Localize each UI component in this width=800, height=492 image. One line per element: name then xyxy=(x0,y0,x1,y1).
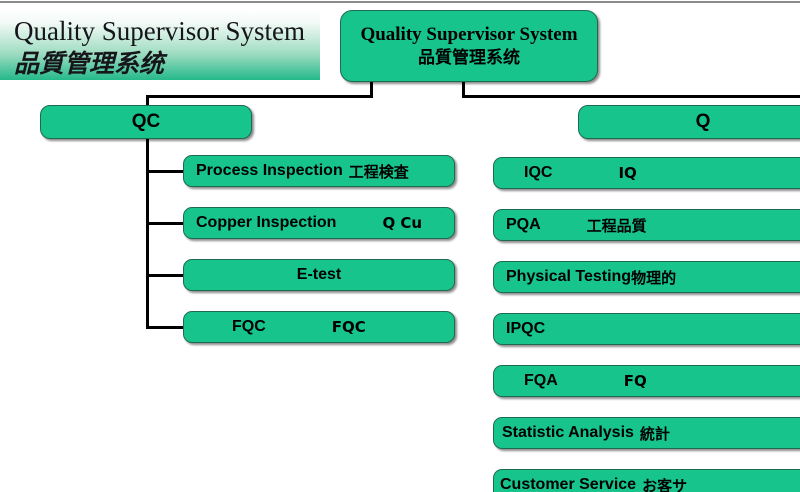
connector-left-bus xyxy=(146,95,373,98)
leaf-node-fqa[interactable]: FQA FQ xyxy=(493,365,800,397)
connector-qc-stub-1 xyxy=(146,170,184,173)
department-node-qc[interactable]: QC xyxy=(40,105,252,139)
leaf-english-fqa: FQA xyxy=(524,372,558,389)
slide-top-rule xyxy=(0,1,800,3)
leaf-english-ipqc: IPQC xyxy=(506,320,546,337)
leaf-english-customer-service: Customer Service xyxy=(500,476,637,492)
connector-qc-stub-4 xyxy=(146,326,184,329)
connector-qc-stub-3 xyxy=(146,274,184,277)
connector-qc-drop xyxy=(146,95,149,113)
leaf-english-fqc: FQC xyxy=(232,318,266,335)
title-banner-chinese: 品質管理系统 xyxy=(14,49,165,78)
leaf-chinese-fqc: FQC xyxy=(331,318,366,336)
leaf-node-iqc[interactable]: IQC IQ xyxy=(493,157,800,189)
leaf-english-e-test: E-test xyxy=(296,266,342,283)
department-label-qc: QC xyxy=(131,111,161,132)
leaf-chinese-copper-inspection: Q Cu xyxy=(382,214,423,232)
leaf-english-physical-testing: Physical Testing xyxy=(506,268,632,285)
root-node[interactable]: Quality Supervisor System 品質管理系统 xyxy=(340,10,598,82)
leaf-chinese-statistic-analysis: 統計 xyxy=(639,424,670,443)
department-label-qa: Q xyxy=(695,111,711,132)
leaf-node-fqc[interactable]: FQC FQC xyxy=(183,311,455,343)
leaf-chinese-customer-service: お客サ xyxy=(642,476,688,492)
leaf-node-process-inspection[interactable]: Process Inspection 工程検査 xyxy=(183,155,455,187)
root-node-english: Quality Supervisor System xyxy=(360,23,578,45)
leaf-english-pqa: PQA xyxy=(506,216,541,233)
leaf-english-process-inspection: Process Inspection xyxy=(196,162,343,179)
leaf-chinese-fqa: FQ xyxy=(623,372,647,390)
leaf-english-iqc: IQC xyxy=(524,164,553,181)
leaf-english-copper-inspection: Copper Inspection xyxy=(196,214,337,231)
leaf-chinese-physical-testing: 物理的 xyxy=(631,268,677,287)
leaf-node-e-test[interactable]: E-test xyxy=(183,259,455,291)
title-banner-english: Quality Supervisor System xyxy=(14,16,305,46)
leaf-node-pqa[interactable]: PQA 工程品質 xyxy=(493,209,800,241)
leaf-node-copper-inspection[interactable]: Copper Inspection Q Cu xyxy=(183,207,455,239)
leaf-node-physical-testing[interactable]: Physical Testing 物理的 xyxy=(493,261,800,293)
connector-root-left-stub xyxy=(370,82,373,98)
leaf-chinese-process-inspection: 工程検査 xyxy=(348,162,409,181)
root-node-chinese: 品質管理系统 xyxy=(418,47,520,68)
connector-root-right-stub xyxy=(462,82,465,98)
title-banner: Quality Supervisor System 品質管理系统 xyxy=(0,10,320,80)
leaf-chinese-pqa: 工程品質 xyxy=(586,216,647,235)
leaf-node-ipqc[interactable]: IPQC xyxy=(493,313,800,345)
connector-right-bus xyxy=(462,95,800,98)
leaf-chinese-iqc: IQ xyxy=(618,164,637,182)
connector-qc-spine xyxy=(146,122,149,329)
leaf-node-statistic-analysis[interactable]: Statistic Analysis 統計 xyxy=(493,417,800,449)
connector-qc-stub-2 xyxy=(146,222,184,225)
leaf-node-customer-service[interactable]: Customer Service お客サ xyxy=(493,469,800,492)
leaf-english-statistic-analysis: Statistic Analysis xyxy=(502,424,634,441)
department-node-qa[interactable]: Q xyxy=(578,105,800,139)
